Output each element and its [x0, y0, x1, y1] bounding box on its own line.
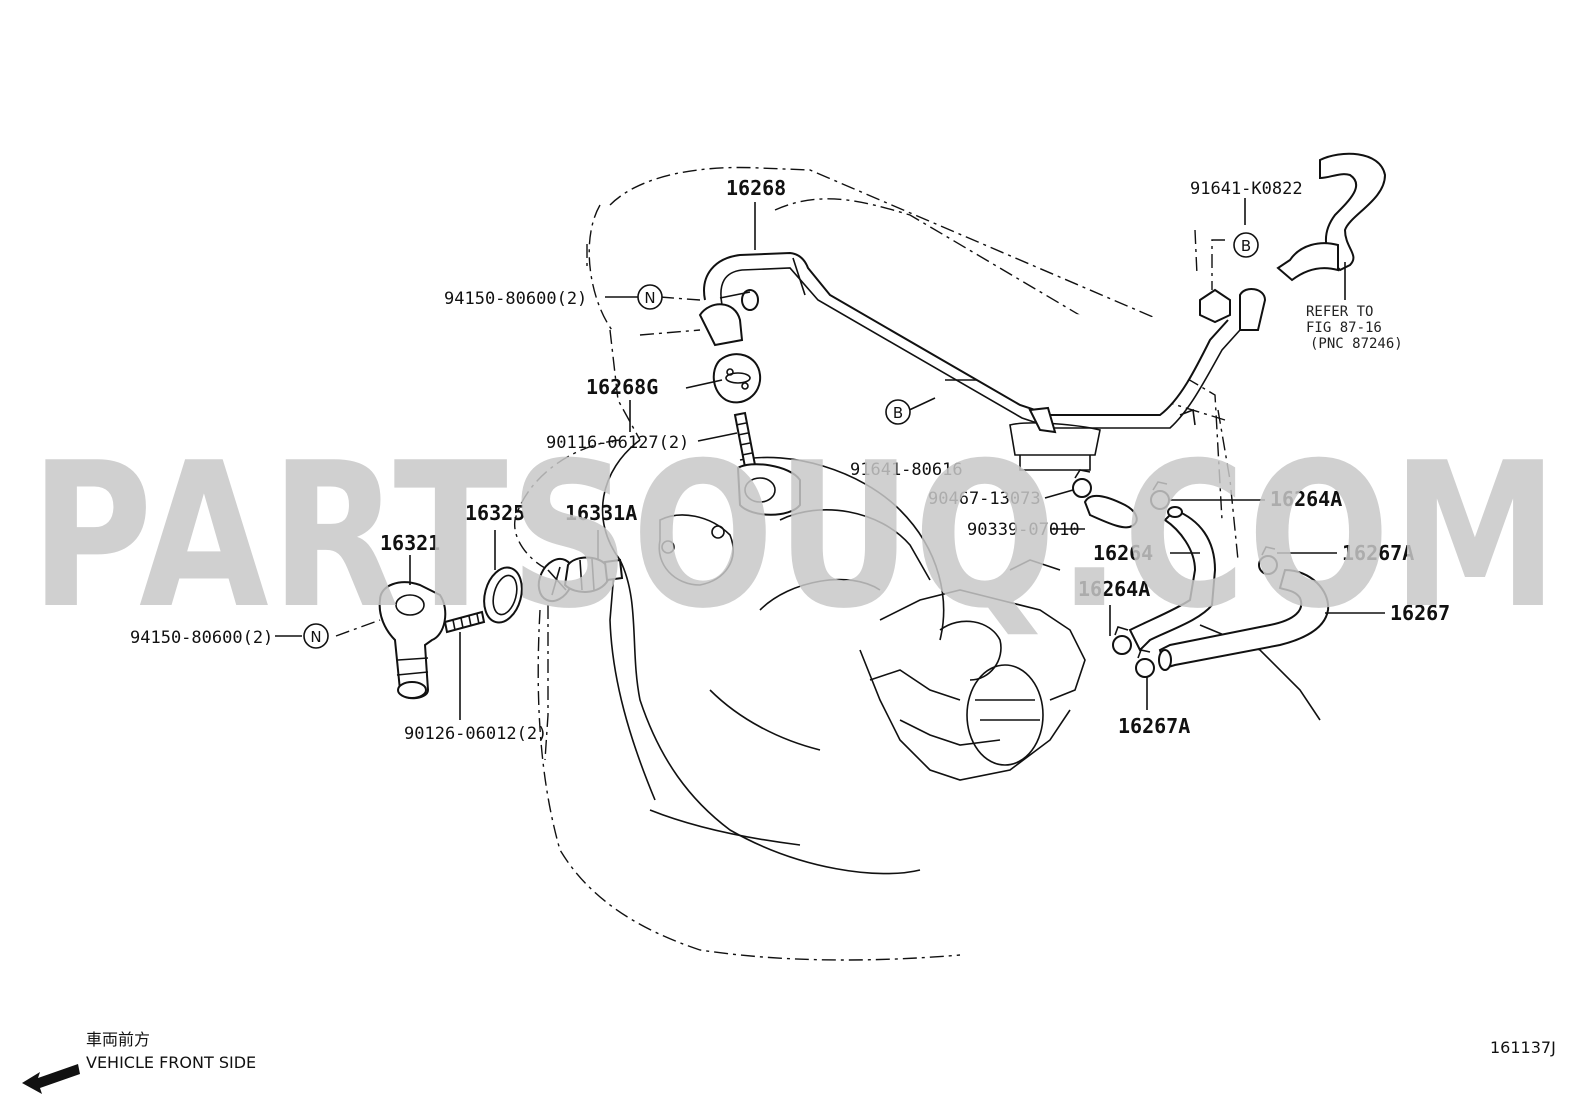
hose-16267	[1158, 568, 1330, 671]
leader-lines	[275, 198, 1385, 761]
callout-16264a-top[interactable]: 16264A	[1270, 487, 1342, 511]
svg-text:N: N	[644, 289, 655, 307]
thermostat-port	[736, 463, 801, 516]
clamp-90467	[1072, 469, 1092, 498]
callout-16331a[interactable]: 16331A	[565, 501, 637, 525]
clamp-16267a-bottom	[1135, 649, 1155, 678]
callout-16268[interactable]: 16268	[726, 176, 786, 200]
clamp-16267a-right	[1258, 546, 1278, 575]
clamp-16264a-mid	[1112, 626, 1132, 655]
callout-90116-06127[interactable]: 90116-06127(2)	[546, 433, 689, 453]
gasket-16325	[483, 566, 523, 624]
svg-text:B: B	[893, 404, 903, 422]
callout-16264[interactable]: 16264	[1093, 541, 1153, 565]
water-bypass-pipe	[698, 251, 1267, 434]
callout-16321[interactable]: 16321	[380, 531, 440, 555]
water-inlet-16321	[378, 581, 447, 700]
callout-90467-13073[interactable]: 90467-13073	[928, 489, 1041, 509]
callout-90339-07010[interactable]: 90339-07010	[967, 520, 1080, 540]
svg-text:FIG 87-16: FIG 87-16	[1306, 320, 1382, 336]
symbol-b-mid: B	[885, 399, 911, 425]
callout-94150-80600-left[interactable]: 94150-80600(2)	[130, 628, 273, 648]
callout-94150-80600-top[interactable]: 94150-80600(2)	[444, 289, 587, 309]
engine-body	[601, 349, 1321, 875]
callout-16325[interactable]: 16325	[465, 501, 525, 525]
vehicle-front-indicator: 車両前方 VEHICLE FRONT SIDE	[22, 1030, 256, 1094]
refer-note: REFER TO FIG 87-16 (PNC 87246)	[1306, 304, 1403, 352]
vehicle-front-jp-label: 車両前方	[86, 1030, 150, 1049]
symbol-b-top: B	[1233, 232, 1259, 258]
callout-16267[interactable]: 16267	[1390, 601, 1450, 625]
svg-text:N: N	[310, 628, 321, 646]
front-arrow-icon	[22, 1064, 80, 1094]
vehicle-front-en-label: VEHICLE FRONT SIDE	[86, 1053, 256, 1072]
callout-91641-80616[interactable]: 91641-80616	[850, 460, 963, 480]
callout-16268g[interactable]: 16268G	[586, 375, 658, 399]
callout-16267a-right[interactable]: 16267A	[1342, 541, 1414, 565]
callout-16267a-bottom[interactable]: 16267A	[1118, 714, 1190, 738]
callout-16264a-mid[interactable]: 16264A	[1078, 577, 1150, 601]
stud-bolt-90126	[443, 610, 486, 634]
callout-91641-k0822[interactable]: 91641-K0822	[1190, 179, 1303, 199]
clamp-16264a-top	[1150, 481, 1170, 510]
svg-text:B: B	[1241, 237, 1251, 255]
symbol-n-left: N	[303, 623, 329, 649]
hose-k0822	[1276, 152, 1387, 282]
thermostat-16331a	[537, 556, 624, 603]
hose-16264	[1128, 506, 1217, 652]
hose-90339	[1083, 494, 1138, 529]
symbol-n-top: N	[637, 284, 663, 310]
svg-text:(PNC 87246): (PNC 87246)	[1310, 336, 1403, 352]
figure-id: 161137J	[1490, 1038, 1556, 1057]
callout-90126-06012[interactable]: 90126-06012(2)	[404, 724, 547, 744]
svg-text:REFER TO: REFER TO	[1306, 304, 1373, 320]
gasket-16268g	[712, 353, 762, 404]
watermark: PARTSOUQ.COM	[30, 420, 1560, 653]
